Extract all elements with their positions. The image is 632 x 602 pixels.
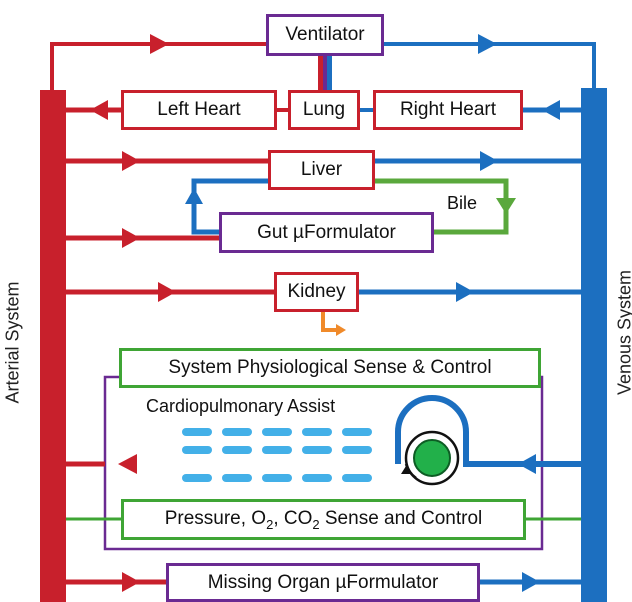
triangle-arrow-icon xyxy=(158,282,176,302)
pressure-prefix: Pressure, O xyxy=(164,507,267,529)
venous-trunk xyxy=(581,88,607,602)
triangle-arrow-icon xyxy=(122,228,140,248)
triangle-arrow-icon xyxy=(480,151,498,171)
o2-subscript: 2 xyxy=(266,516,274,532)
right-heart-box: Right Heart xyxy=(373,90,523,130)
right-heart-label: Right Heart xyxy=(399,99,497,120)
triangle-arrow-icon xyxy=(185,188,203,204)
missing-organ-formulator-label: Missing Organ µFormulator xyxy=(207,571,439,593)
triangle-arrow-icon xyxy=(118,454,137,474)
venous-system-label: Venous System xyxy=(614,269,632,396)
gut-formulator-box: Gut µFormulator xyxy=(219,212,434,253)
lung-box: Lung xyxy=(288,90,360,130)
triangle-arrow-icon xyxy=(456,282,474,302)
gut-formulator-label: Gut µFormulator xyxy=(257,221,396,243)
arterial-trunk xyxy=(40,90,66,602)
kidney-box: Kidney xyxy=(274,272,359,312)
left-heart-box: Left Heart xyxy=(121,90,277,130)
pressure-sense-control-box: Pressure, O2, CO2 Sense and Control xyxy=(121,499,526,540)
system-sense-control-label: System Physiological Sense & Control xyxy=(168,357,492,378)
pressure-suffix: Sense and Control xyxy=(319,507,483,529)
urine-arrowhead xyxy=(336,324,346,336)
system-sense-control-box: System Physiological Sense & Control xyxy=(119,348,541,388)
left-heart-label: Left Heart xyxy=(157,99,241,120)
triangle-arrow-icon xyxy=(122,572,140,592)
triangle-arrow-icon xyxy=(90,100,108,120)
rotary-pump-icon xyxy=(401,430,460,486)
triangle-arrow-icon xyxy=(496,198,516,214)
kidney-label: Kidney xyxy=(287,281,346,302)
liver-label: Liver xyxy=(300,159,343,180)
bent-arrow-icon xyxy=(321,312,338,332)
triangle-arrow-icon xyxy=(478,34,497,54)
pressure-mid: , CO xyxy=(273,507,313,529)
oxygenator-fibers xyxy=(182,428,372,482)
arterial-system-label: Arterial System xyxy=(2,281,23,404)
ventilator-arterial-line xyxy=(50,42,290,92)
bile-label: Bile xyxy=(447,193,478,213)
co2-subscript: 2 xyxy=(312,516,320,532)
triangle-arrow-icon xyxy=(122,151,140,171)
ventilator-lung-tube-blue xyxy=(327,56,332,90)
cardiopulmonary-assist-label: Cardiopulmonary Assist xyxy=(146,396,336,416)
ventilator-box: Ventilator xyxy=(266,14,384,56)
pressure-sense-control-label: Pressure, O2, CO2 Sense and Control xyxy=(165,508,483,532)
lung-label: Lung xyxy=(302,99,346,120)
liver-box: Liver xyxy=(268,150,375,190)
ventilator-lung-tube-purple xyxy=(323,56,327,90)
portal-vein-line xyxy=(191,178,270,235)
pump-outlet-line xyxy=(395,395,581,467)
ventilator-venous-line xyxy=(380,42,596,90)
triangle-arrow-icon xyxy=(150,34,169,54)
triangle-arrow-icon xyxy=(542,100,560,120)
ventilator-lung-tube-red xyxy=(318,56,323,90)
triangle-arrow-icon xyxy=(522,572,540,592)
missing-organ-formulator-box: Missing Organ µFormulator xyxy=(166,563,480,602)
triangle-arrow-icon xyxy=(518,454,536,474)
ventilator-label: Ventilator xyxy=(285,24,365,45)
